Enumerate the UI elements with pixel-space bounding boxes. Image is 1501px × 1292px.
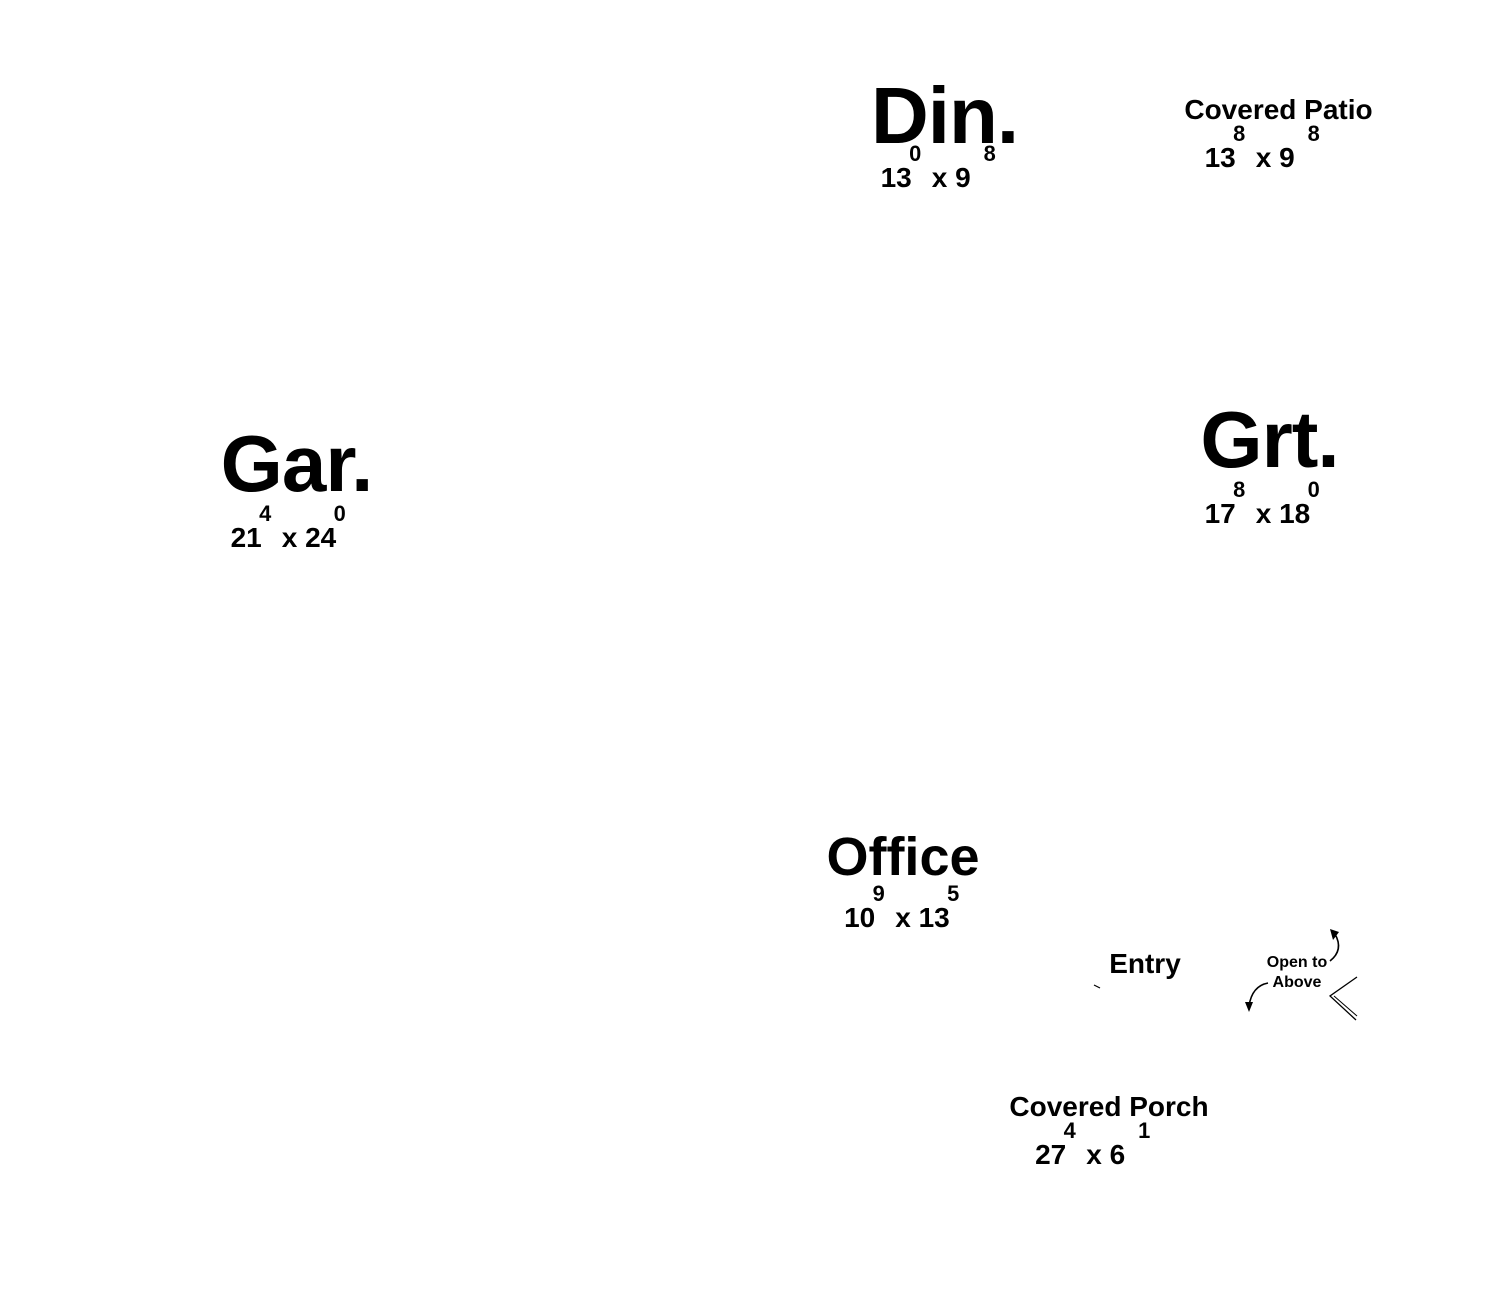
open-above-arrowhead-down [1245,1002,1253,1012]
dim-separator: x [281,522,298,553]
dim-separator: x [895,902,911,933]
room-name: Din. [870,71,1019,160]
open-to-above-line2: Above [1272,974,1322,991]
dim-width-inches: 4 [1063,1118,1076,1144]
dim-separator: x [931,162,948,193]
dim-width-inches: 9 [872,881,885,907]
dim-width-inches: 0 [909,141,922,167]
open-to-above-label: Open to Above [1255,953,1339,993]
dim-width: 13 [880,162,912,193]
room-name: Grt. [1200,395,1339,484]
dim-width: 17 [1204,498,1236,529]
door-swing-mark-inner [1333,995,1358,1017]
entry-tick-mark [1093,984,1101,989]
dim-length-inches: 5 [947,881,960,907]
dim-length: 9 [955,162,971,193]
dim-width: 27 [1035,1139,1067,1170]
room-name: Covered Porch [1009,1091,1209,1122]
dim-length-inches: 8 [983,141,996,167]
room-name: Office [826,827,980,887]
dim-separator: x [1255,142,1272,173]
dim-length: 6 [1109,1139,1126,1170]
dim-length-inches: 0 [1307,477,1320,503]
room-label-entry: Entry [1100,950,1190,978]
dim-separator: x [1255,498,1272,529]
dim-length-inches: 0 [333,501,346,527]
dim-width-inches: 8 [1233,121,1246,147]
dim-length: 13 [918,902,950,933]
room-name: Covered Patio [1184,94,1373,125]
dim-length: 24 [305,522,337,553]
dim-length-inches: 8 [1307,121,1320,147]
dim-width: 21 [230,522,262,553]
room-name: Gar. [220,419,374,508]
room-name: Entry [1109,948,1181,979]
open-above-arrowhead-up [1330,929,1339,940]
dim-length: 18 [1279,498,1311,529]
dim-separator: x [1086,1139,1102,1170]
dim-width: 13 [1204,142,1236,173]
dim-width-inches: 4 [259,501,272,527]
dim-length: 9 [1279,142,1295,173]
open-to-above-line1: Open to [1266,954,1328,971]
dim-width: 10 [844,902,876,933]
dim-width-inches: 8 [1233,477,1246,503]
dim-length-inches: 1 [1138,1118,1151,1144]
